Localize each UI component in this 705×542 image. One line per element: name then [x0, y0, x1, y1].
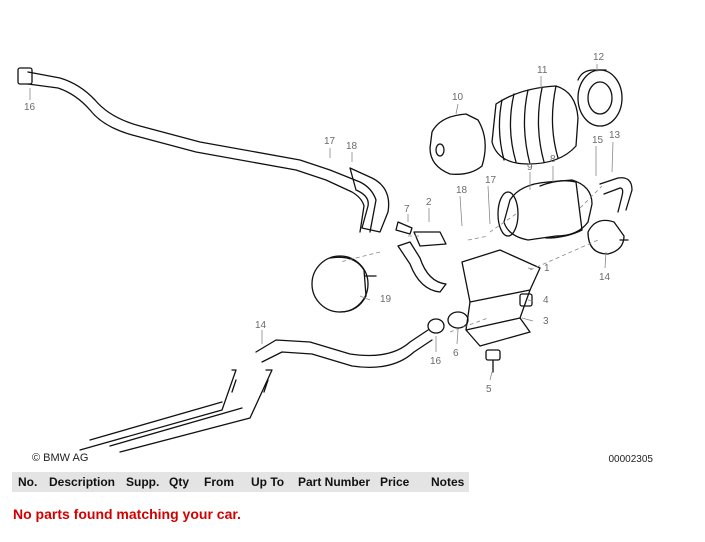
rubber-boot-11 [491, 85, 579, 165]
screw-7 [395, 221, 413, 235]
column-header-qty: Qty [169, 475, 190, 489]
boot-ribs [498, 85, 559, 165]
cover-12-rim [577, 69, 607, 81]
callout-label: 11 [537, 65, 548, 76]
callout-label: 7 [404, 204, 410, 215]
no-parts-message: No parts found matching your car. [13, 506, 241, 522]
leader-line [339, 185, 603, 333]
bracket-1-arm [465, 289, 531, 331]
parts-diagram: 1 2 3 4 5 6 7 8 9 10 11 12 13 14 14 15 1… [17, 52, 633, 453]
rubber-mount-4 [519, 293, 533, 307]
copyright-text: © BMW AG [32, 452, 89, 464]
diagram-id: 00002305 [608, 454, 654, 465]
damper-body [329, 256, 367, 313]
column-header-supp: Supp. [126, 475, 160, 489]
bracket-1-base [465, 317, 531, 347]
fuel-pump [503, 179, 593, 241]
callout-label: 6 [453, 348, 459, 359]
column-header-part-number: Part Number [298, 475, 371, 489]
parts-table-header: No. Description Supp. Qty From Up To Par… [12, 472, 469, 492]
callout-label: 15 [592, 135, 604, 146]
long-hose-lower-edge [27, 83, 365, 233]
callout-label: 12 [593, 52, 605, 63]
column-header-up-to: Up To [251, 475, 285, 489]
column-header-notes: Notes [431, 475, 465, 489]
column-header-no: No. [18, 475, 38, 489]
fuel-line-2 [89, 401, 243, 447]
hose-clamp-17 [17, 67, 33, 85]
callout-label: 5 [486, 384, 492, 395]
hose-13 [599, 177, 633, 213]
callout-label: 17 [485, 175, 497, 186]
column-header-price: Price [380, 475, 410, 489]
callout-label: 16 [24, 102, 36, 113]
callout-label: 10 [452, 92, 464, 103]
lower-hose-15-edge [261, 339, 433, 369]
callout-label: 3 [543, 316, 549, 327]
callout-label: 17 [324, 136, 336, 147]
lower-hose-15 [255, 329, 429, 357]
callout-label: 2 [426, 197, 432, 208]
callout-label: 13 [609, 130, 621, 141]
callout-label: 19 [380, 294, 392, 305]
fuel-lines [79, 369, 273, 453]
cover-12 [577, 69, 623, 127]
pump-sleeve [539, 180, 583, 239]
callout-label: 9 [527, 162, 533, 173]
callout-label: 18 [346, 141, 358, 152]
elbow-fitting [349, 167, 390, 233]
column-header-description: Description [49, 475, 116, 489]
cap-10 [429, 113, 486, 175]
mounting-bracket-1 [461, 249, 541, 303]
pressure-regulator-14 [587, 219, 625, 255]
callout-label: 18 [456, 185, 468, 196]
callout-label: 8 [550, 154, 556, 165]
rubber-mount-5 [485, 349, 501, 361]
clamp-16 [427, 318, 445, 334]
callout-label: 1 [544, 263, 550, 274]
bracket-2 [397, 241, 447, 293]
callout-label: 14 [599, 272, 611, 283]
callout-label: 16 [430, 356, 442, 367]
long-hose [27, 71, 377, 233]
column-header-from: From [204, 475, 234, 489]
callout-tick [29, 64, 614, 381]
callout-label: 4 [543, 295, 549, 306]
bracket-2-top [413, 231, 447, 247]
fuel-pump-cap [497, 191, 519, 237]
cover-12-inner [587, 81, 613, 115]
clamp-6 [447, 311, 469, 329]
cap-10-hole [435, 143, 445, 157]
callout-label: 14 [255, 320, 267, 331]
